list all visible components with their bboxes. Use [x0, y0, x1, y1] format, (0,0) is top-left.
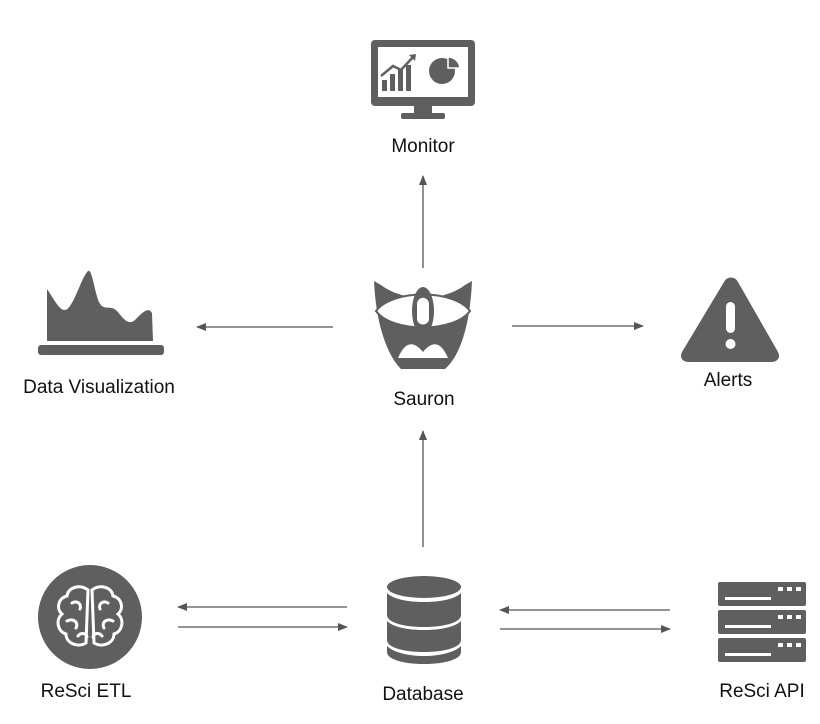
warning-icon — [680, 277, 780, 362]
data-visualization-label: Data Visualization — [23, 377, 175, 398]
brain-icon — [38, 565, 142, 669]
resci-etl-label: ReSci ETL — [41, 681, 132, 702]
resci-api-label: ReSci API — [719, 681, 805, 702]
area-chart-icon — [38, 270, 164, 355]
sauron-label: Sauron — [393, 389, 454, 410]
database-label: Database — [382, 684, 463, 705]
monitor-label: Monitor — [391, 136, 455, 157]
eye-icon — [374, 281, 472, 369]
database-icon — [387, 576, 461, 664]
alerts-label: Alerts — [704, 370, 753, 391]
edges — [177, 175, 671, 633]
monitor-chart-icon — [371, 40, 475, 119]
server-icon — [718, 582, 806, 662]
